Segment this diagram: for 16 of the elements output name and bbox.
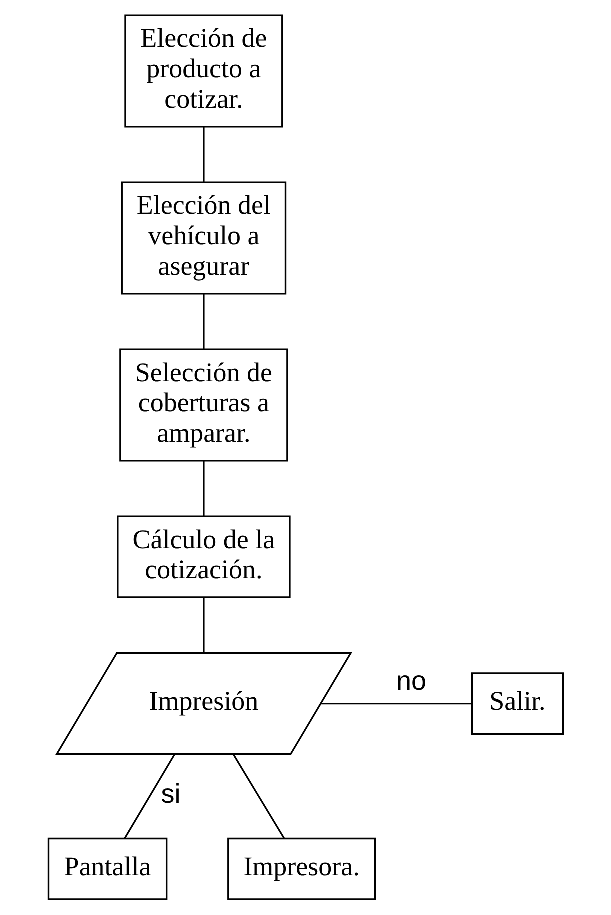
node-box: Selección de coberturas a amparar. [119,348,288,462]
connector [320,702,471,705]
connector [232,754,284,839]
connector [202,294,204,349]
connector [124,754,176,839]
node-box: Salir. [470,672,564,735]
node-box: Elección del vehículo a asegurar [120,182,286,295]
node-box: Cálculo de la cotización. [116,516,290,598]
connector [202,598,204,653]
node-box: Elección de producto a cotizar. [124,14,283,128]
node-box: Impresora. [227,838,376,900]
edge-label: si [160,778,180,809]
edge-label: no [396,666,426,696]
connector [202,126,204,182]
connector [202,461,204,516]
node-box: Pantalla [47,838,168,900]
